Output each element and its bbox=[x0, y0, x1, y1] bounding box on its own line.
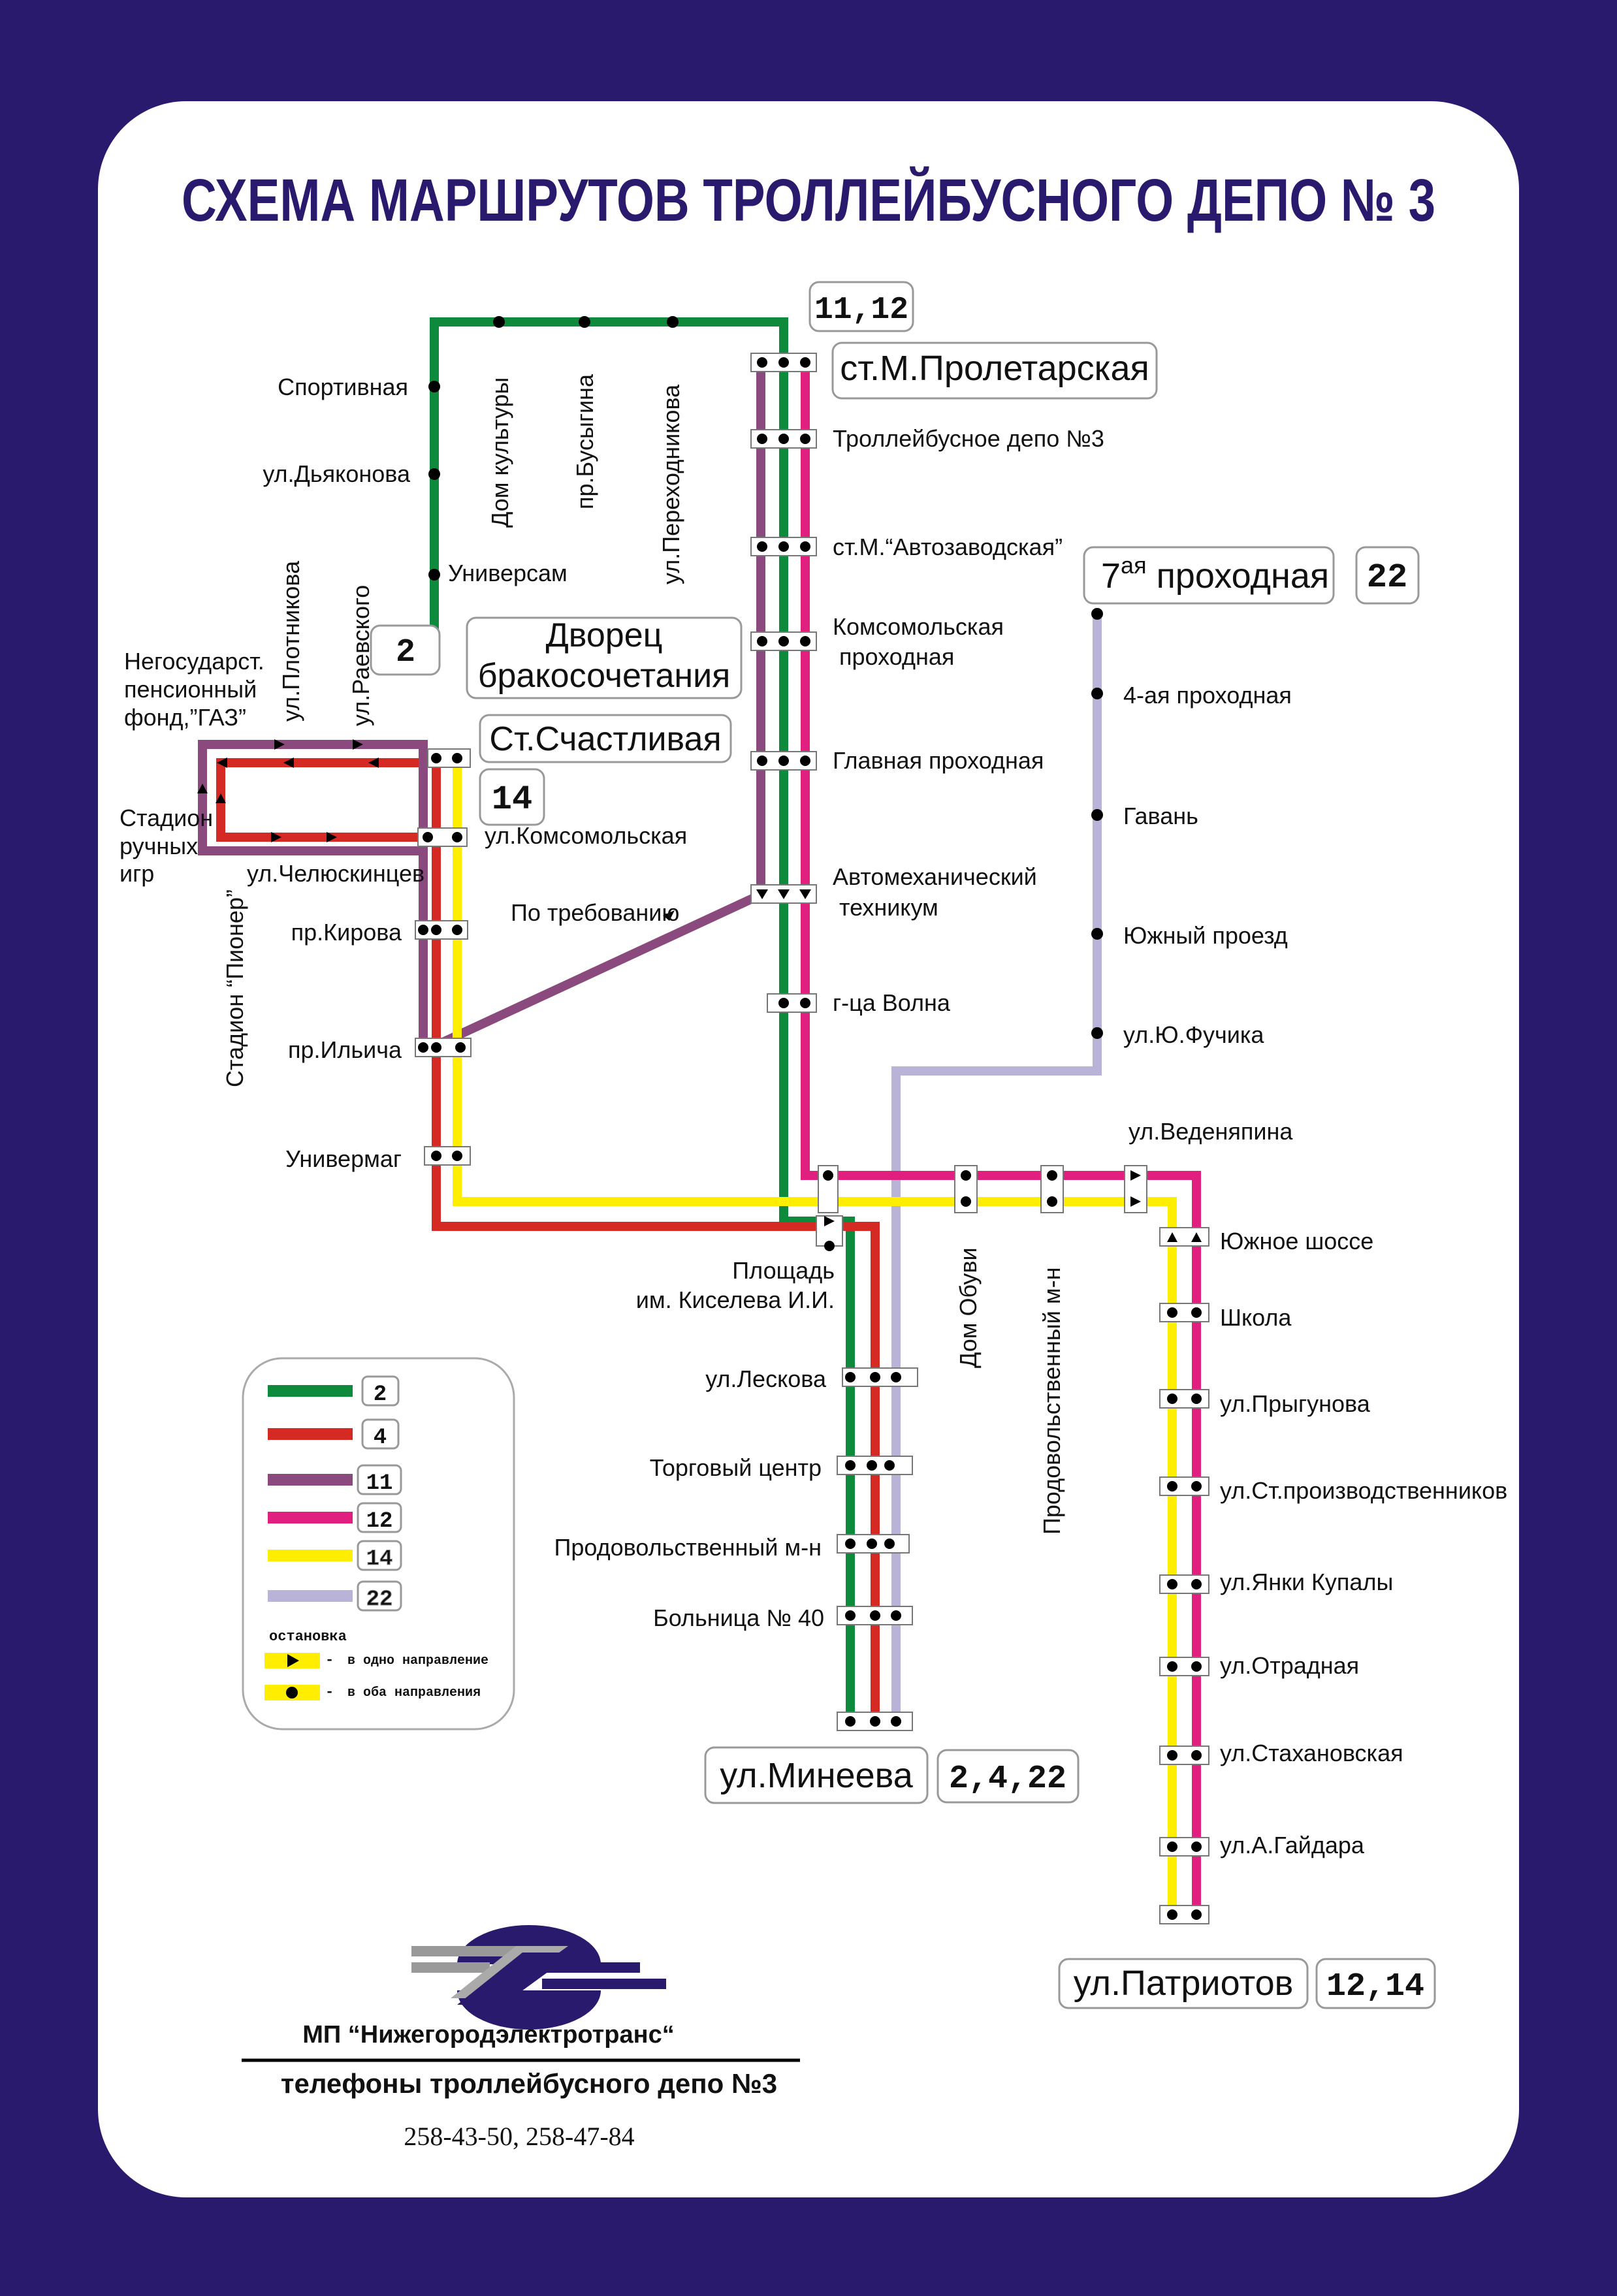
stop-komsomolskaya-1: Комсомольская bbox=[833, 613, 1004, 640]
legend-one-way: в одно направление bbox=[347, 1653, 488, 1668]
legend-route-11: 11 bbox=[366, 1471, 393, 1496]
route-22-line bbox=[891, 614, 1102, 1724]
stop-plotnikova: ул.Плотникова bbox=[278, 560, 304, 722]
terminal-dvorets-routes: 2 bbox=[396, 634, 415, 671]
stop-volna: г-ца Волна bbox=[833, 989, 951, 1016]
stop-glavnaya: Главная проходная bbox=[833, 747, 1044, 774]
stop-po-trebovaniyu: По требованию bbox=[511, 899, 679, 926]
stop-avtomeh-2: техникум bbox=[839, 894, 938, 921]
stop-torgovy: Торговый центр bbox=[650, 1454, 822, 1481]
terminal-mineeva-routes: 2,4,22 bbox=[949, 1761, 1066, 1798]
stop-yuzhny-proezd: Южный проезд bbox=[1123, 922, 1288, 949]
stop-shkola: Школа bbox=[1220, 1304, 1292, 1331]
stop-st-proizv: ул.Ст.производственников bbox=[1220, 1477, 1507, 1504]
stop-universam: Универсам bbox=[448, 560, 568, 586]
stop-prygunova: ул.Прыгунова bbox=[1220, 1390, 1371, 1417]
stop-fond-3: фонд,”ГАЗ” bbox=[124, 704, 246, 731]
terminal-dvorets-line1: Дворец bbox=[546, 616, 663, 654]
stop-markers bbox=[197, 316, 1209, 1924]
stop-fond-2: пенсионный bbox=[124, 676, 257, 703]
stop-raevskogo: ул.Раевского bbox=[347, 585, 374, 726]
phones-title: телефоны троллейбусного депо №3 bbox=[281, 2068, 777, 2099]
terminal-mineeva-name: ул.Минеева bbox=[720, 1756, 913, 1795]
stop-bolnitsa: Больница № 40 bbox=[653, 1604, 824, 1631]
stop-fuchika: ул.Ю.Фучика bbox=[1123, 1021, 1264, 1048]
stop-vedenyapina: ул.Веденяпина bbox=[1129, 1118, 1293, 1145]
stop-yuzhnoe-shosse: Южное шоссе bbox=[1220, 1228, 1373, 1254]
terminal-proletarskaya-name: ст.М.Пролетарская bbox=[840, 349, 1149, 388]
stop-prodovolstvenny: Продовольственный м-н bbox=[554, 1534, 822, 1561]
terminal-7-prohodnaya: 7ая проходная bbox=[1101, 552, 1329, 596]
terminal-dvorets-line2: бракосочетания bbox=[478, 657, 731, 695]
legend-both-ways: в оба направления bbox=[347, 1685, 481, 1700]
stop-stadion-3: игр bbox=[120, 860, 154, 887]
stop-stadion-pioner: Стадион “Пионер” bbox=[221, 889, 248, 1087]
terminal-schastlivaya-name: Ст.Счастливая bbox=[489, 720, 721, 758]
stop-avtozavodskaya: ст.М.“Автозаводская” bbox=[833, 534, 1063, 560]
stop-yanki-kupaly: ул.Янки Купалы bbox=[1220, 1569, 1393, 1595]
company-name: МП “Нижегородэлектротранс“ bbox=[302, 2021, 674, 2049]
terminal-patriotov-name: ул.Патриотов bbox=[1074, 1964, 1294, 2003]
legend-route-2: 2 bbox=[374, 1382, 387, 1407]
stop-perehodnikova: ул.Переходникова bbox=[658, 384, 684, 584]
stop-fond-1: Негосударст. bbox=[124, 648, 264, 675]
stop-komsomolskaya-ul: ул.Комсомольская bbox=[485, 822, 687, 849]
map-title: СХЕМА МАРШРУТОВ ТРОЛЛЕЙБУСНОГО ДЕПО № 3 bbox=[182, 166, 1435, 234]
stop-kirova: пр.Кирова bbox=[291, 919, 402, 946]
route-4-loop bbox=[216, 758, 436, 842]
terminal-schastlivaya-routes: 14 bbox=[492, 780, 532, 819]
stop-kiselev-2: им. Киселева И.И. bbox=[636, 1286, 835, 1313]
stop-komsomolskaya-2: проходная bbox=[839, 643, 954, 670]
stop-stadion-2: ручных bbox=[120, 833, 198, 859]
route-2-line bbox=[430, 317, 855, 1724]
legend-dash-1: - bbox=[325, 1652, 334, 1668]
stop-avtomeh-1: Автомеханический bbox=[833, 863, 1037, 890]
stop-stadion-1: Стадион bbox=[120, 805, 213, 831]
stop-univermag: Универмаг bbox=[285, 1145, 402, 1172]
stop-ilyicha: пр.Ильича bbox=[288, 1036, 402, 1063]
terminal-7-prohodnaya-routes: 22 bbox=[1367, 558, 1407, 597]
company-logo bbox=[411, 1925, 666, 2030]
stop-sportivnaya: Спортивная bbox=[278, 374, 408, 400]
stop-stahanovskaya: ул.Стахановская bbox=[1220, 1740, 1403, 1766]
legend-route-12: 12 bbox=[366, 1509, 393, 1534]
stop-dom-kultury: Дом культуры bbox=[487, 377, 513, 528]
stop-busygina: пр.Бусыгина bbox=[571, 374, 598, 509]
legend-route-14: 14 bbox=[366, 1547, 393, 1572]
legend-stop-title: остановка bbox=[269, 1629, 347, 1645]
route-14-line bbox=[453, 757, 1177, 1917]
stop-otradnaya: ул.Отрадная bbox=[1220, 1652, 1359, 1679]
terminal-patriotov-routes: 12,14 bbox=[1326, 1968, 1424, 2005]
legend-dash-2: - bbox=[325, 1684, 334, 1700]
legend-route-4: 4 bbox=[374, 1426, 387, 1450]
legend: 2 4 11 12 14 22 остановка - в одно напра… bbox=[242, 1357, 515, 1730]
stop-prodovolstvenny-v: Продовольственный м-н bbox=[1038, 1268, 1065, 1535]
stop-dom-obuvi: Дом Обуви bbox=[955, 1247, 982, 1368]
stop-gavan: Гавань bbox=[1123, 803, 1198, 829]
stop-leskova: ул.Лескова bbox=[705, 1365, 827, 1392]
phones: 258-43-50, 258-47-84 bbox=[404, 2122, 634, 2151]
stop-prohodnaya4: 4-ая проходная bbox=[1123, 682, 1292, 709]
terminal-proletarskaya-routes: 11,12 bbox=[814, 293, 908, 328]
stop-chelyuskintsev: ул.Челюскинцев bbox=[247, 860, 424, 887]
stop-dyakonova: ул.Дьяконова bbox=[263, 460, 411, 487]
stop-depo: Троллейбусное депо №3 bbox=[833, 425, 1104, 452]
stop-gaidara: ул.А.Гайдара bbox=[1220, 1832, 1365, 1858]
legend-route-22: 22 bbox=[366, 1587, 393, 1612]
stop-kiselev-1: Площадь bbox=[732, 1257, 835, 1284]
